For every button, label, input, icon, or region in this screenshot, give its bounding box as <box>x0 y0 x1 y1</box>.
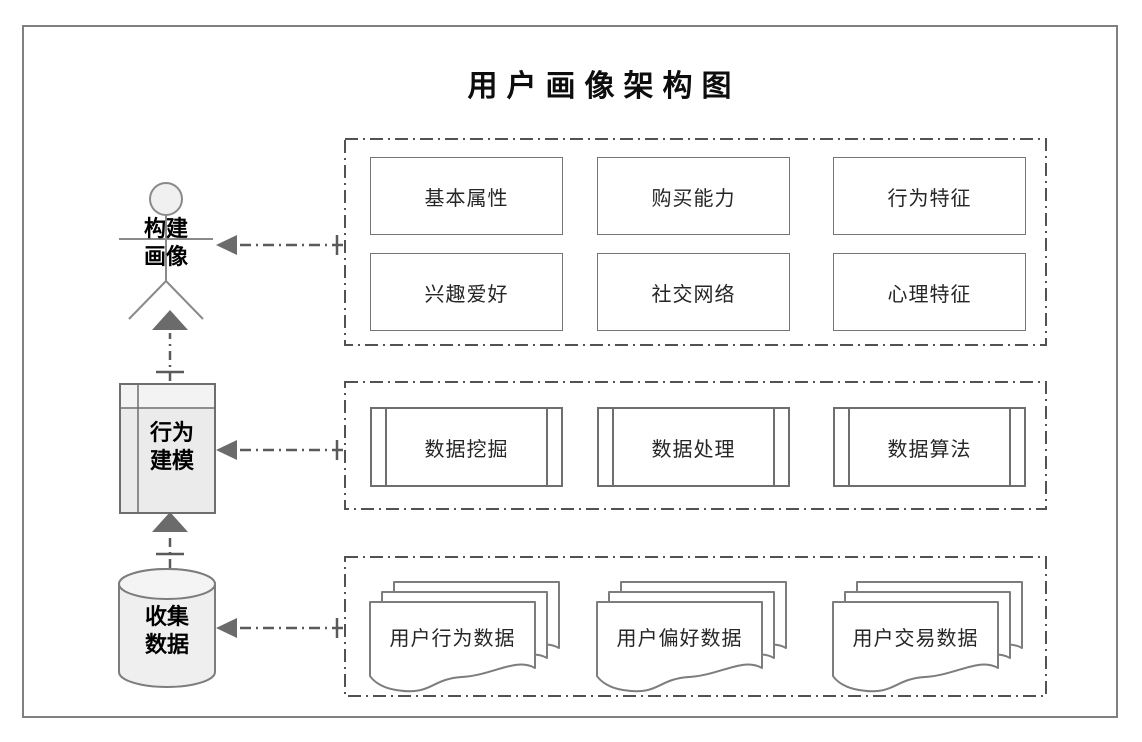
datasource-label-behavior: 用户行为数据 <box>389 627 516 650</box>
arrowhead-up-icon <box>152 310 188 330</box>
actor-icon <box>119 182 213 320</box>
database-icon <box>118 568 216 688</box>
profile-box-purchasing-power: 购买能力 <box>597 157 790 235</box>
process-box-data-mining: 数据挖掘 <box>370 407 563 487</box>
arrowhead-left-icon <box>216 235 237 255</box>
database-label: 收集 数据 <box>144 604 189 657</box>
component-icon <box>119 383 216 514</box>
arrowhead-up-icon <box>152 512 188 532</box>
document-stack-transaction-icon <box>832 581 1023 693</box>
process-box-label: 数据挖掘 <box>424 438 509 461</box>
component-side-bar <box>848 409 850 485</box>
datasource-group-box <box>344 556 1047 697</box>
process-box-label: 数据处理 <box>651 438 736 461</box>
datasource-label-preference: 用户偏好数据 <box>616 627 743 650</box>
process-box-data-algorithm: 数据算法 <box>833 407 1026 487</box>
process-box-label: 数据算法 <box>887 438 972 461</box>
component-side-bar <box>385 409 387 485</box>
component-label: 行为 建模 <box>149 420 194 473</box>
diagram-title: 用户画像架构图 <box>467 70 741 103</box>
component-side-bar <box>773 409 775 485</box>
flow-arrows <box>152 235 343 638</box>
component-side-bar <box>1009 409 1011 485</box>
outer-frame <box>22 25 1118 718</box>
datasource-label-transaction: 用户交易数据 <box>852 627 979 650</box>
profile-box-basic-attributes: 基本属性 <box>370 157 563 235</box>
actor-label: 构建 画像 <box>143 216 188 269</box>
component-side-bar <box>546 409 548 485</box>
modeling-group-box <box>344 381 1047 510</box>
arrowhead-left-icon <box>216 618 237 638</box>
arrowhead-left-icon <box>216 440 237 460</box>
document-stack-behavior-icon <box>369 581 560 693</box>
process-box-data-processing: 数据处理 <box>597 407 790 487</box>
profile-box-label: 心理特征 <box>887 283 972 306</box>
profile-box-psychological-traits: 心理特征 <box>833 253 1026 331</box>
profile-box-label: 购买能力 <box>651 187 736 210</box>
profile-box-label: 基本属性 <box>424 187 509 210</box>
profile-box-behavior-traits: 行为特征 <box>833 157 1026 235</box>
dashed-group-boxes <box>344 138 1047 697</box>
profile-group-box <box>344 138 1047 346</box>
profile-box-label: 社交网络 <box>651 283 736 306</box>
document-stack-preference-icon <box>596 581 787 693</box>
profile-box-label: 兴趣爱好 <box>424 283 509 306</box>
profile-box-label: 行为特征 <box>887 187 972 210</box>
component-side-bar <box>612 409 614 485</box>
profile-box-social-network: 社交网络 <box>597 253 790 331</box>
profile-box-interests: 兴趣爱好 <box>370 253 563 331</box>
